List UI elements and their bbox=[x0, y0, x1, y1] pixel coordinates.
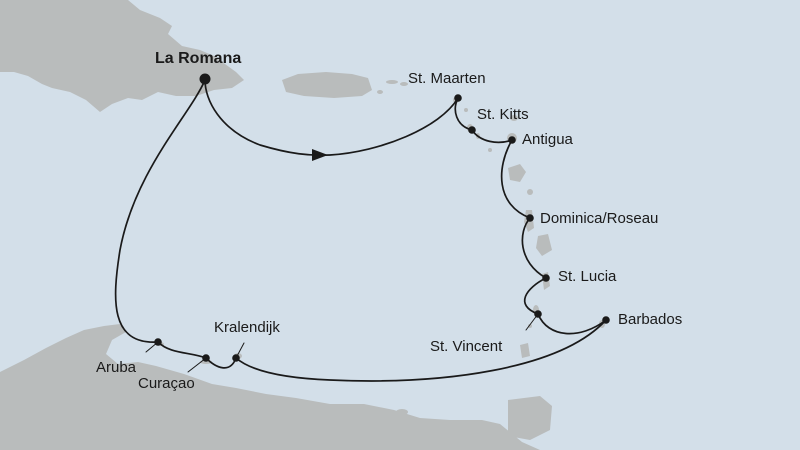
port-label-st-maarten: St. Maarten bbox=[408, 70, 486, 87]
port-marker-dominica bbox=[526, 214, 534, 222]
port-label-dominica: Dominica/Roseau bbox=[540, 210, 659, 227]
port-label-st-kitts: St. Kitts bbox=[477, 106, 529, 123]
port-markers bbox=[154, 73, 610, 362]
route-leg-antigua-dominica bbox=[500, 139, 531, 219]
port-marker-st-lucia bbox=[542, 274, 550, 282]
port-marker-st-kitts bbox=[468, 126, 476, 134]
island-guadeloupe bbox=[508, 164, 526, 182]
route-leg-barbados-kralendijk bbox=[235, 319, 607, 382]
hispaniola-landmass bbox=[0, 0, 244, 112]
leader-line-curacao bbox=[187, 357, 207, 373]
route-leg-curacao-aruba bbox=[157, 341, 207, 359]
port-label-barbados: Barbados bbox=[618, 311, 683, 328]
island-st-barts bbox=[464, 108, 468, 112]
landmasses bbox=[0, 0, 605, 450]
port-label-st-vincent: St. Vincent bbox=[430, 338, 503, 355]
virgin-island bbox=[386, 80, 398, 84]
port-label-curacao: Curaçao bbox=[138, 375, 195, 392]
route-leg-st-lucia-st-vincent bbox=[524, 277, 547, 315]
port-marker-st-maarten bbox=[454, 94, 462, 102]
island-marie-galante bbox=[527, 189, 533, 195]
route-leg-la-romana-st-maarten bbox=[204, 79, 459, 157]
port-label-antigua: Antigua bbox=[522, 131, 573, 148]
island-martinique bbox=[536, 234, 552, 256]
route-leg-aruba-la-romana bbox=[114, 79, 206, 343]
route-leg-st-vincent-barbados bbox=[537, 313, 607, 335]
route-leg-dominica-st-lucia bbox=[521, 217, 547, 279]
port-marker-curacao bbox=[202, 354, 210, 362]
port-marker-barbados bbox=[602, 316, 610, 324]
port-marker-kralendijk bbox=[232, 354, 240, 362]
island-montserrat bbox=[488, 148, 492, 152]
puerto-rico-landmass bbox=[282, 72, 372, 98]
island-barbuda bbox=[510, 115, 518, 121]
port-marker-st-vincent bbox=[534, 310, 542, 318]
port-label-kralendijk: Kralendijk bbox=[214, 319, 280, 336]
port-label-la-romana: La Romana bbox=[155, 50, 242, 67]
arrow-head-icon bbox=[312, 149, 328, 161]
virgin-island bbox=[400, 82, 408, 86]
island-grenadines bbox=[528, 324, 532, 328]
route bbox=[114, 79, 607, 382]
port-marker-aruba bbox=[154, 338, 162, 346]
virgin-island bbox=[377, 90, 383, 94]
port-label-st-lucia: St. Lucia bbox=[558, 268, 617, 285]
port-label-aruba: Aruba bbox=[96, 359, 137, 376]
south-america-landmass bbox=[0, 324, 540, 450]
island-grenada bbox=[520, 343, 530, 358]
island-trinidad bbox=[508, 396, 552, 440]
port-marker-antigua bbox=[508, 136, 516, 144]
port-marker-la-romana bbox=[199, 73, 211, 85]
